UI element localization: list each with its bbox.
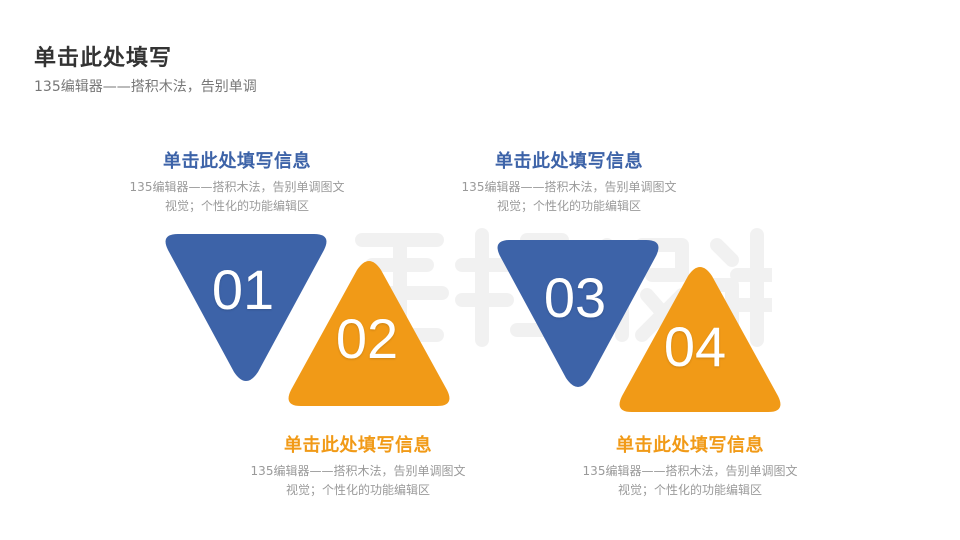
info-desc-03-line1: 135编辑器——搭积木法，告别单调图文: [461, 180, 677, 194]
triangle-shape-01: [160, 232, 332, 384]
page-title[interactable]: 单击此处填写: [34, 46, 173, 71]
info-block-01: 单击此处填写信息 135编辑器——搭积木法，告别单调图文 视觉；个性化的功能编辑…: [112, 149, 362, 216]
info-block-03: 单击此处填写信息 135编辑器——搭积木法，告别单调图文 视觉；个性化的功能编辑…: [444, 149, 694, 216]
info-desc-03-line2: 视觉；个性化的功能编辑区: [496, 199, 641, 213]
triangle-shape-03: [492, 238, 664, 390]
info-desc-01-line2: 视觉；个性化的功能编辑区: [164, 199, 309, 213]
info-heading-04[interactable]: 单击此处填写信息: [616, 435, 764, 456]
info-desc-04-line2: 视觉；个性化的功能编辑区: [617, 483, 762, 497]
step-number-03: 03: [543, 266, 607, 329]
info-desc-01[interactable]: 135编辑器——搭积木法，告别单调图文 视觉；个性化的功能编辑区: [112, 178, 362, 216]
info-desc-02-line2: 视觉；个性化的功能编辑区: [285, 483, 430, 497]
step-number-04: 04: [663, 315, 727, 378]
info-desc-03[interactable]: 135编辑器——搭积木法，告别单调图文 视觉；个性化的功能编辑区: [444, 178, 694, 216]
step-number-01: 01: [211, 258, 275, 321]
info-heading-03[interactable]: 单击此处填写信息: [495, 151, 643, 172]
triangle-shape-04: [614, 264, 786, 414]
info-block-02: 单击此处填写信息 135编辑器——搭积木法，告别单调图文 视觉；个性化的功能编辑…: [233, 433, 483, 500]
triangle-shape-02: [283, 258, 455, 408]
info-block-04: 单击此处填写信息 135编辑器——搭积木法，告别单调图文 视觉；个性化的功能编辑…: [565, 433, 815, 500]
info-heading-01[interactable]: 单击此处填写信息: [163, 151, 311, 172]
info-heading-02[interactable]: 单击此处填写信息: [284, 435, 432, 456]
page-subtitle[interactable]: 135编辑器——搭积木法，告别单调: [34, 79, 257, 95]
info-desc-04[interactable]: 135编辑器——搭积木法，告别单调图文 视觉；个性化的功能编辑区: [565, 462, 815, 500]
info-desc-02-line1: 135编辑器——搭积木法，告别单调图文: [250, 464, 466, 478]
info-desc-02[interactable]: 135编辑器——搭积木法，告别单调图文 视觉；个性化的功能编辑区: [233, 462, 483, 500]
step-number-02: 02: [335, 307, 399, 370]
info-desc-04-line1: 135编辑器——搭积木法，告别单调图文: [582, 464, 798, 478]
info-desc-01-line1: 135编辑器——搭积木法，告别单调图文: [129, 180, 345, 194]
